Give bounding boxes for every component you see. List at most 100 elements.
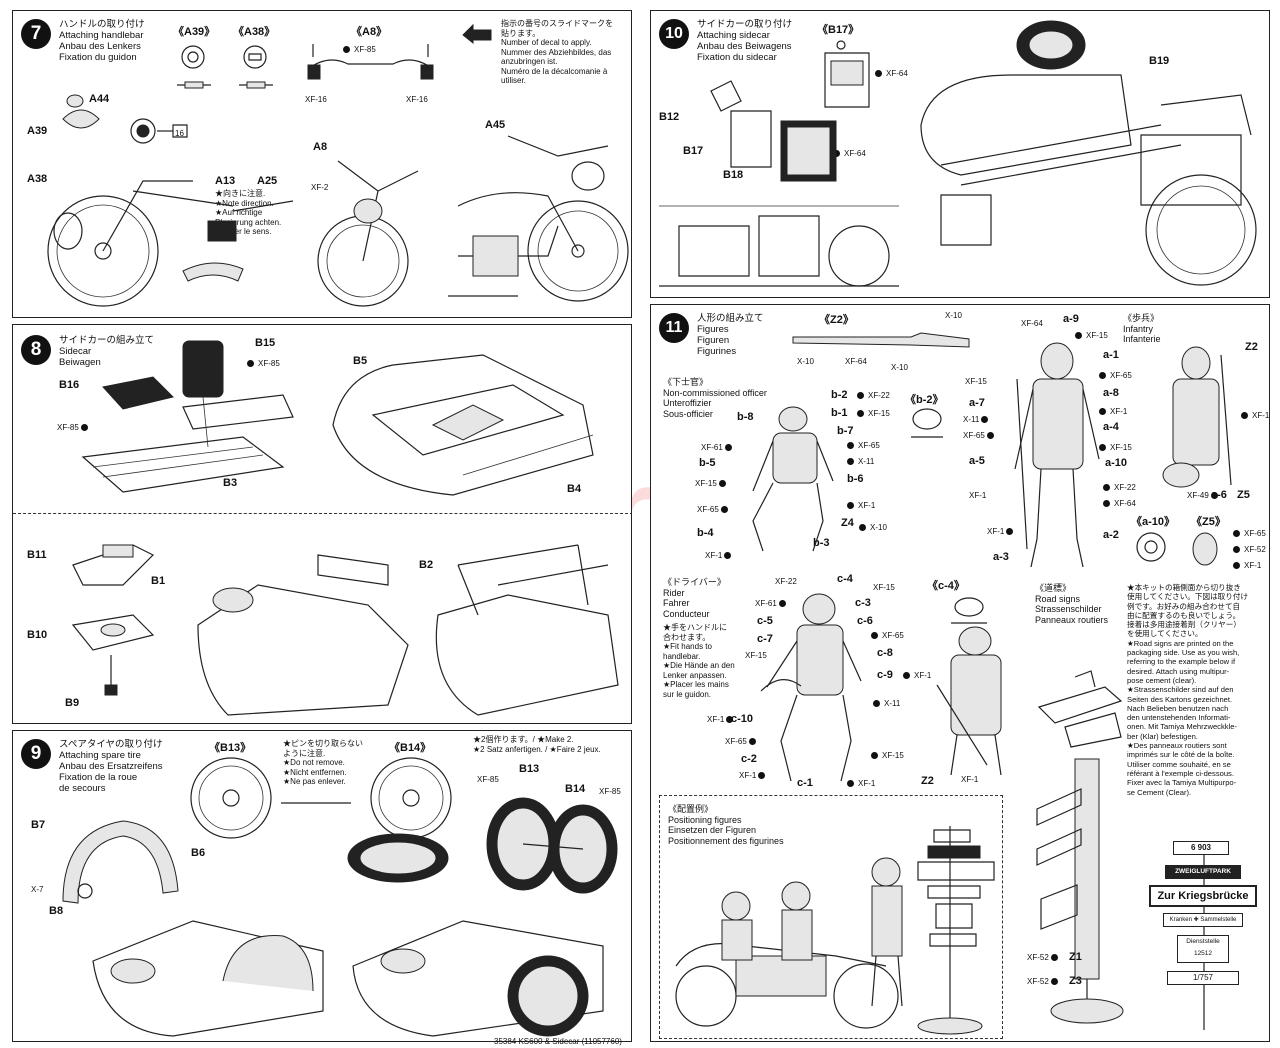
sign-6903-text: 6 903 <box>1190 843 1212 852</box>
label-a25: A25 <box>257 175 278 187</box>
step-11-title-jp: 人形の組み立て <box>697 313 764 324</box>
rider-en: Rider <box>663 587 685 598</box>
step-7-title-de: Anbau des Lenkers <box>59 41 141 52</box>
paint-xf1c-inf: XF-1 <box>1099 407 1127 416</box>
sidecar-seat-parts <box>63 525 173 705</box>
paint-xf15-rider: XF-15 <box>873 583 895 592</box>
paint-xf1d-inf: XF-1 <box>969 491 986 500</box>
label-a39-callout: 《A39》 <box>173 26 216 38</box>
make-two-note: ★2個作ります。/ ★Make 2. ★2 Satz anfertigen. /… <box>473 735 601 754</box>
paint-xf22-rider: XF-22 <box>775 577 797 586</box>
rider-note-line: ★手をハンドルに <box>663 623 727 632</box>
paint-xf64b-inf: XF-64 <box>1103 499 1136 508</box>
step-7-panel: 7 ハンドルの取り付け Attaching handlebar Anbau de… <box>12 10 632 318</box>
label-b7-nco: b-7 <box>837 425 854 437</box>
rider-figure-drawing <box>761 591 871 791</box>
step-9-title: スペアタイヤの取り付け Attaching spare tire Anbau d… <box>59 739 163 794</box>
decal-note-line: utiliser. <box>501 76 526 85</box>
paint-code: XF-64 <box>886 69 908 78</box>
sign-dienststelle-text: Dienststelle <box>1186 938 1220 945</box>
sidecar-with-fender-drawing <box>73 881 353 1041</box>
paint-code: XF-22 <box>868 391 890 400</box>
a10-z5-detail-drawing <box>1133 529 1229 569</box>
label-b5: B5 <box>353 355 368 367</box>
step-10-title-de: Anbau des Beiwagens <box>697 41 792 52</box>
pin-note: ★ピンを切り取らない ように注意. ★Do not remove. ★Nicht… <box>283 739 363 787</box>
label-b13-callout: 《B13》 <box>209 742 252 754</box>
paint-code: XF-15 <box>868 409 890 418</box>
step-9-title-de: Anbau des Ersatzreifens <box>59 761 163 772</box>
label-c6: c-6 <box>857 615 873 627</box>
label-a44: A44 <box>89 93 110 105</box>
label-b10: B10 <box>27 629 48 641</box>
infantry-back-drawing <box>1151 345 1241 495</box>
paint-xf65c-inf: XF-65 <box>1099 371 1132 380</box>
paint-code: XF-22 <box>1114 483 1136 492</box>
sign-6903: 6 903 <box>1173 841 1229 855</box>
paint-x10-rifle-left: X-10 <box>797 357 814 366</box>
direction-note: ★向きに注意. ★Note direction. ★Auf richtige P… <box>215 189 281 237</box>
sidecar-body-drawing <box>188 545 418 720</box>
paint-xf85-b15: XF-85 <box>247 359 280 368</box>
nco-fr: Sous-officier <box>663 408 713 419</box>
label-a10-callout: 《a-10》 <box>1131 516 1176 528</box>
step-11-badge: 11 <box>659 313 689 343</box>
paint-code: XF-1 <box>858 501 876 510</box>
direction-note-line: ★向きに注意. <box>215 189 266 198</box>
sign-1-757-text: 1/757 <box>1192 973 1214 982</box>
pin-note-line: ★ピンを切り取らない <box>283 739 363 748</box>
step-10-title: サイドカーの取り付け Attaching sidecar Anbau des B… <box>697 19 792 63</box>
sign-cutout-drawing <box>1035 667 1125 747</box>
decal-note-line: anzubringen ist. <box>501 57 558 66</box>
paint-code: XF-61 <box>701 443 723 452</box>
decal-16-label: 16 <box>175 129 184 138</box>
motorcycle-side-drawing <box>659 186 899 296</box>
signs-note-line: Nach Belieben benutzen nach <box>1127 703 1229 713</box>
step-11-title-de: Figuren <box>697 335 730 346</box>
paint-xf65d-inf: XF-65 <box>963 431 996 440</box>
pin-note-line: ★Do not remove. <box>283 758 345 767</box>
sign-zweigluftpark-text: ZWEIGLUFTPARK <box>1175 868 1231 875</box>
signs-en: Road signs <box>1035 593 1081 604</box>
step-10-title-en: Attaching sidecar <box>697 30 770 41</box>
paint-x11-nco: X-11 <box>847 457 874 466</box>
right-page: 10 サイドカーの取り付け Attaching sidecar Anbau de… <box>640 0 1280 1048</box>
step-8-title: サイドカーの組み立て Sidecar Beiwagen <box>59 335 154 368</box>
label-a4: a-4 <box>1103 421 1119 433</box>
rider-note-line: ★Placer les mains <box>663 680 729 689</box>
paint-xf1g-z5: XF-1 <box>1233 561 1261 570</box>
paint-xf65f-rider: XF-65 <box>725 737 758 746</box>
direction-note-line: Plazierung achten. <box>215 217 282 227</box>
rider-de: Fahrer <box>663 598 690 608</box>
infantry-en: Infantry <box>1123 323 1154 334</box>
signs-note: ★本キットの箱側面から切り抜き 使用してください。下図は取り付け 例です。お好み… <box>1127 583 1267 797</box>
paint-x10-rifle-top: X-10 <box>945 311 962 320</box>
pin-note-line: ★Ne pas enlever. <box>283 777 346 786</box>
signs-note-line: Seiten des Kartons gezeichnet. <box>1127 694 1233 704</box>
paint-code: XF-15 <box>1110 443 1132 452</box>
label-a8: A8 <box>313 141 328 153</box>
sign-kranken-text: Kranken ✚ Sammelstelle <box>1169 917 1237 923</box>
label-c4: c-4 <box>837 573 853 585</box>
signs-fr: Panneaux routiers <box>1035 614 1109 625</box>
paint-xf15c-inf: XF-15 <box>1075 331 1108 340</box>
paint-code: X-7 <box>31 885 44 894</box>
paint-code: XF-85 <box>599 787 621 796</box>
label-b8: B8 <box>49 905 64 917</box>
rider-note-line: ★Fit hands to <box>663 642 712 651</box>
sign-zur-kriegsbruecke-text: Zur Kriegsbrücke <box>1157 890 1249 902</box>
headlight-parts <box>53 89 193 149</box>
paint-xf1h-rider: XF-1 <box>903 671 931 680</box>
paint-code: XF-52 <box>1027 977 1049 986</box>
positioning-box: 《配置例》 Positioning figures Einsetzen der … <box>659 795 1003 1039</box>
step-8-panel: 8 サイドカーの組み立て Sidecar Beiwagen B15 XF-85 … <box>12 324 632 724</box>
label-a2: a-2 <box>1103 529 1119 541</box>
paint-code: XF-1 <box>739 771 757 780</box>
step-8-title-jp: サイドカーの組み立て <box>59 335 155 346</box>
paint-xf65b-nco: XF-65 <box>697 505 730 514</box>
label-a38: A38 <box>27 173 48 185</box>
step-10-panel: 10 サイドカーの取り付け Attaching sidecar Anbau de… <box>650 10 1270 298</box>
signs-note-line: 例です。お好みの組み合わせて自 <box>1127 601 1241 611</box>
decal-note-line: 指示の番号のスライドマークを <box>501 19 613 28</box>
rider-note-line: 合わせます。 <box>663 632 711 642</box>
